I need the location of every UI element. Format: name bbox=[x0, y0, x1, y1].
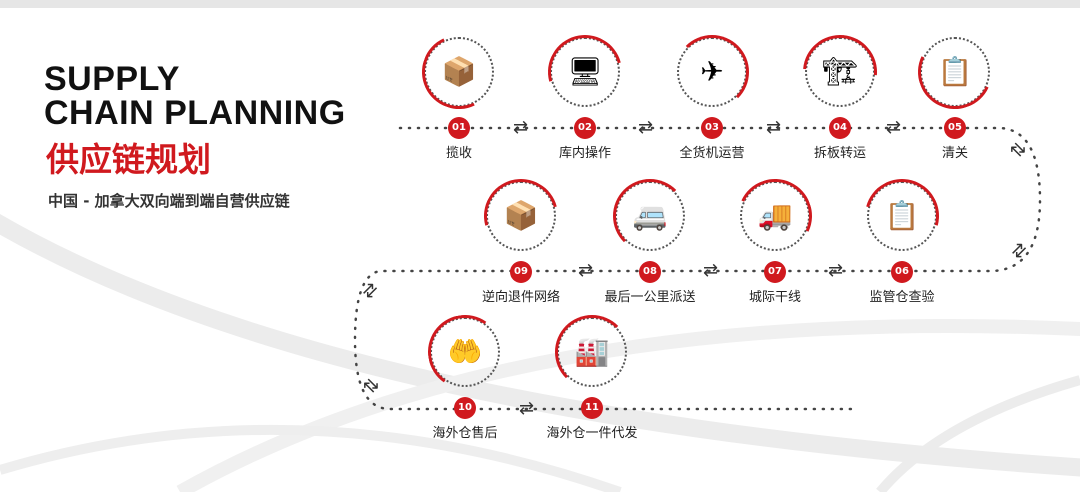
step-number-badge: 04 bbox=[829, 117, 851, 139]
step-circle bbox=[424, 37, 494, 107]
airplane-icon: ✈ bbox=[700, 55, 724, 88]
step-circle bbox=[615, 181, 685, 251]
step-number-badge: 01 bbox=[448, 117, 470, 139]
bidirectional-arrow-icon: ⇄ bbox=[519, 398, 535, 419]
step-circle bbox=[486, 181, 556, 251]
subtitle: 中国 - 加拿大双向端到端自营供应链 bbox=[48, 192, 290, 210]
step-label: 海外仓一件代发 bbox=[546, 426, 638, 441]
step-number-badge: 08 bbox=[639, 261, 661, 283]
step-circle bbox=[920, 37, 990, 107]
title-chinese: 供应链规划 bbox=[46, 140, 211, 179]
step-number-badge: 07 bbox=[764, 261, 786, 283]
step-label: 清关 bbox=[941, 146, 968, 161]
dotted-route bbox=[353, 126, 1042, 411]
return-package-icon: 📦 bbox=[503, 199, 539, 232]
bidirectional-arrow-icon: ⇄ bbox=[828, 260, 844, 281]
step-label: 库内操作 bbox=[558, 146, 611, 161]
step-number-badge: 02 bbox=[574, 117, 596, 139]
step-label: 全货机运营 bbox=[679, 146, 745, 161]
step-circle bbox=[430, 317, 500, 387]
step-number-badge: 05 bbox=[944, 117, 966, 139]
bidirectional-arrow-icon: ⇄ bbox=[578, 260, 594, 281]
delivery-van-icon: 🚐 bbox=[632, 199, 668, 232]
truck-city-icon: 🚚 bbox=[757, 199, 793, 232]
step-number-badge: 11 bbox=[581, 397, 603, 419]
step-label: 城际干线 bbox=[748, 290, 801, 305]
step-number-badge: 10 bbox=[454, 397, 476, 419]
bidirectional-arrow-icon: ⇄ bbox=[886, 117, 902, 138]
step-number-badge: 06 bbox=[891, 261, 913, 283]
step-label: 海外仓售后 bbox=[432, 426, 498, 441]
warehouse-monitor-icon: 🖥 bbox=[567, 55, 603, 88]
step-label: 揽收 bbox=[445, 146, 472, 161]
bidirectional-arrow-icon: ⇄ bbox=[638, 117, 654, 138]
step-circle bbox=[740, 181, 810, 251]
step-circle bbox=[805, 37, 875, 107]
step-label: 最后一公里派送 bbox=[604, 290, 696, 305]
step-number-badge: 03 bbox=[701, 117, 723, 139]
hand-truck-worker-icon: 📦 bbox=[441, 55, 477, 88]
bidirectional-arrow-icon: ⇄ bbox=[766, 117, 782, 138]
title-line-2: CHAIN PLANNING bbox=[44, 94, 346, 132]
step-label: 监管仓查验 bbox=[869, 290, 935, 305]
bidirectional-arrow-icon: ⇄ bbox=[513, 117, 529, 138]
step-circle bbox=[867, 181, 937, 251]
overseas-warehouse-icon: 🏭 bbox=[574, 335, 610, 368]
step-circle bbox=[550, 37, 620, 107]
clipboard-inspection-icon: 📋 bbox=[884, 199, 920, 232]
bidirectional-arrow-icon: ⇄ bbox=[703, 260, 719, 281]
progress-arc bbox=[675, 35, 749, 109]
hands-box-icon: 🤲 bbox=[447, 335, 483, 368]
customs-documents-icon: 📋 bbox=[937, 55, 973, 88]
forklift-icon: 🏗 bbox=[822, 55, 858, 88]
step-label: 拆板转运 bbox=[813, 146, 866, 161]
title-line-1: SUPPLY bbox=[44, 60, 180, 98]
step-number-badge: 09 bbox=[510, 261, 532, 283]
step-label: 逆向退件网络 bbox=[481, 290, 560, 305]
step-circle bbox=[557, 317, 627, 387]
